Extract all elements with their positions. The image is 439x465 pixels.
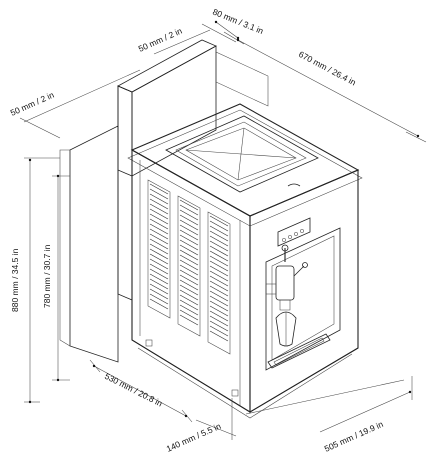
left-wall (59, 85, 133, 363)
label-overall-depth: 670 mm / 26.4 in (297, 49, 358, 88)
vent-column-1 (147, 179, 171, 319)
label-top-gap-depth: 80 mm / 3.1 in (211, 7, 265, 37)
vent-column-2 (177, 195, 201, 337)
back-wall (117, 39, 269, 177)
label-wall-thickness-top: 50 mm / 2 in (137, 26, 184, 54)
cup-icon (275, 311, 297, 347)
vent-column-3 (207, 211, 231, 355)
control-button-icon (294, 232, 298, 236)
hopper-lid (165, 115, 319, 193)
dimension-labels: 80 mm / 3.1 in 50 mm / 2 in 670 mm / 26.… (9, 7, 385, 454)
control-button-icon (288, 235, 292, 239)
label-body-height: 780 mm / 30.7 in (42, 244, 52, 308)
label-overall-height: 880 mm / 34.5 in (10, 248, 20, 312)
drip-tray (267, 333, 331, 369)
front-panel (265, 217, 341, 371)
control-button-icon (282, 238, 286, 242)
machine-body (127, 103, 363, 419)
control-button-icon (300, 229, 304, 233)
label-front-width: 505 mm / 19.9 in (323, 419, 385, 454)
label-foot-offset: 140 mm / 5.5 in (165, 421, 223, 454)
control-panel (277, 217, 311, 247)
handle-knob-icon (281, 244, 289, 252)
label-side-width: 530 mm / 20.8 in (103, 371, 164, 409)
side-vents (147, 179, 231, 355)
dispenser-valve (265, 244, 308, 311)
dimension-lines (19, 20, 427, 440)
label-wall-thickness-left: 50 mm / 2 in (9, 90, 56, 118)
dispensing-recess (265, 227, 341, 371)
